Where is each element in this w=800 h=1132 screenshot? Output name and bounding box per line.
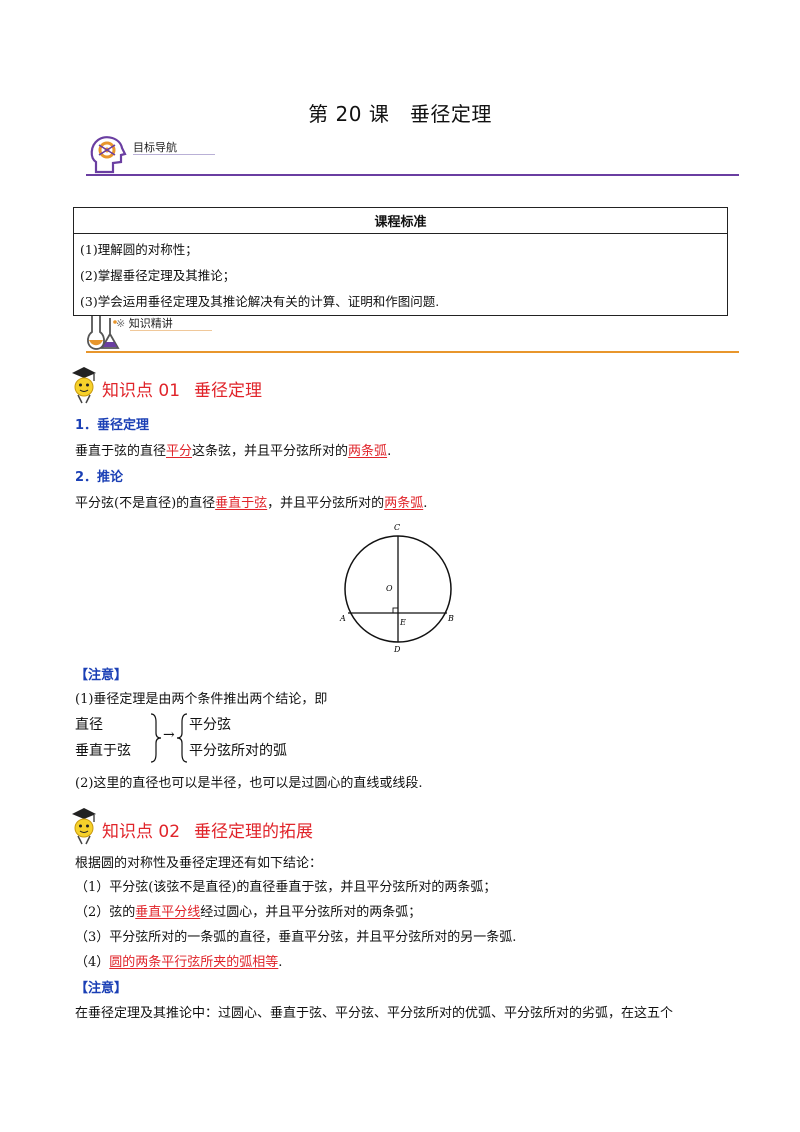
kp1-note-heading: 【注意】 [75,668,128,683]
result-2: 平分弦所对的弧 [189,743,287,759]
page-title: 第 20 课 垂径定理 [308,102,492,126]
right-angle-mark [392,607,399,614]
brain-gear-icon [90,136,127,174]
label-b: B [447,614,454,623]
theorem-key1: 平分 [166,444,193,459]
label-c: C [394,523,400,532]
label-e: E [399,618,406,627]
standards-header: 课程标准 [73,207,728,234]
circle-diagram: C O A B E D [339,523,454,654]
kp2-number: 知识点 02 [102,822,181,842]
sparkle-icon: ※ [116,317,126,330]
theorem-key2: 两条弧 [348,444,388,459]
label-d: D [393,645,401,654]
knowledge-label-underline [130,330,212,331]
condition-conclusion-scheme: 直径 垂直于弦 → 平分弦 平分弦所对的弧 [75,712,335,764]
item4-text: （4） [75,955,110,970]
kp1-corollary: 平分弦(不是直径)的直径垂直于弦，并且平分弦所对的两条弧. [75,492,427,511]
item4-key: 圆的两条平行弦所夹的弧相等 [109,955,279,970]
kp2-note: 在垂径定理及其推论中：过圆心、垂直于弦、平分弦、平分弦所对的优弧、平分弦所对的劣… [75,1006,674,1021]
flask-icon [87,316,120,350]
kp2-item2: （2）弦的垂直平分线经过圆心，并且平分弦所对的两条弧； [75,901,421,920]
standard-item: (2)掌握垂径定理及其推论； [80,268,236,283]
kp1-number: 知识点 01 [102,381,181,401]
standards-table: 课程标准 (1)理解圆的对称性； (2)掌握垂径定理及其推论； (3)学会运用垂… [73,207,728,316]
kp2-intro: 根据圆的对称性及垂径定理还有如下结论： [75,856,323,871]
orange-rule [86,351,739,353]
knowledge-section-label: ※ 知识精讲 [116,315,173,331]
item2-text: 经过圆心，并且平分弦所对的两条弧； [200,905,422,920]
kp1-theorem-heading: 1．垂径定理 [75,418,150,433]
nav-label-underline [133,154,215,155]
kp2-heading: 知识点 02 垂径定理的拓展 [68,806,388,846]
kp1-title: 知识点 01 垂径定理 [102,376,262,401]
standard-item: (3)学会运用垂径定理及其推论解决有关的计算、证明和作图问题. [80,294,440,309]
mascot-icon [72,808,96,845]
kp2-name: 垂径定理的拓展 [194,822,314,842]
kp2-title: 知识点 02 垂径定理的拓展 [102,817,313,842]
purple-rule [86,174,739,176]
item2-text: （2）弦的 [75,905,136,920]
item2-key: 垂直平分线 [135,905,201,920]
kp1-note1: (1)垂径定理是由两个条件推出两个结论，即 [75,692,328,707]
mascot-icon [72,367,96,404]
corollary-key2: 两条弧 [384,496,424,511]
standards-items: (1)理解圆的对称性； (2)掌握垂径定理及其推论； (3)学会运用垂径定理及其… [73,233,728,316]
standard-item: (1)理解圆的对称性； [80,242,198,257]
kp2-item3: （3）平分弦所对的一条弧的直径，垂直平分弦，并且平分弦所对的另一条弧. [75,930,517,945]
theorem-text: . [387,444,392,459]
brace-icon [176,713,188,763]
theorem-text: 这条弦，并且平分弦所对的 [192,444,349,459]
corollary-text: 平分弦(不是直径)的直径 [75,496,216,511]
label-o: O [386,584,393,593]
arrow-icon: → [163,727,175,743]
label-a: A [339,614,346,623]
corollary-key1: 垂直于弦 [215,496,268,511]
kp2-item4: （4）圆的两条平行弦所夹的弧相等. [75,951,282,970]
kp1-corollary-heading: 2．推论 [75,470,124,485]
kp2-item1: （1）平分弦(该弦不是直径)的直径垂直于弦，并且平分弦所对的两条弧； [75,880,497,895]
kp2-note-heading: 【注意】 [75,981,128,996]
nav-section-label: 目标导航 [133,141,177,154]
kp1-theorem: 垂直于弦的直径平分这条弦，并且平分弦所对的两条弧. [75,440,391,459]
knowledge-label: 知识精讲 [128,317,173,330]
result-1: 平分弦 [189,717,231,733]
kp1-note2: (2)这里的直径也可以是半径，也可以是过圆心的直线或线段. [75,776,423,791]
brace-icon [150,713,162,763]
condition-2: 垂直于弦 [75,743,131,759]
corollary-text: ，并且平分弦所对的 [267,496,385,511]
kp1-heading: 知识点 01 垂径定理 [68,365,368,405]
condition-1: 直径 [75,717,103,733]
corollary-text: . [423,496,428,511]
kp1-name: 垂径定理 [194,381,263,401]
item4-text: . [278,955,283,970]
theorem-text: 垂直于弦的直径 [75,444,167,459]
